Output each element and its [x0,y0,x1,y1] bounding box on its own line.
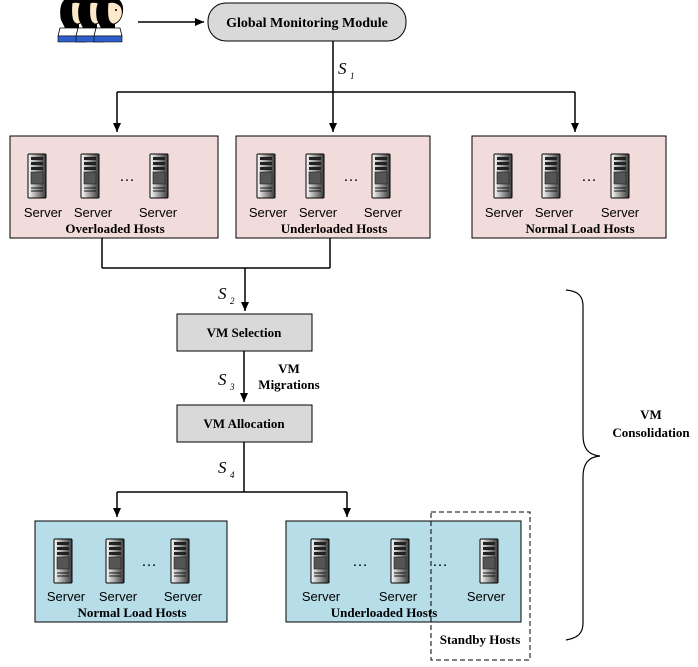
vm-selection-label: VM Selection [207,325,283,340]
vm-allocation-box: VM Allocation [176,404,313,443]
bottom-underloaded-hosts-panel: … … Server Server Server Underloaded Hos… [285,520,522,623]
ellipsis: … [581,168,597,185]
top-distribution-lines [113,41,579,132]
s4-subscript: 4 [230,470,235,480]
server-label: Server [485,205,524,220]
standby-hosts-label: Standby Hosts [440,632,521,647]
bottom-normal-load-hosts-panel: … Server Server Server Normal Load Hosts [34,520,228,623]
server-icon [105,538,125,584]
vm-consolidation-line2: Consolidation [612,425,690,440]
vm-consolidation-line1: VM [640,407,662,422]
overloaded-hosts-panel: … Server Server Server Overloaded Hosts [9,135,219,239]
s3-letter: S [218,370,227,389]
vm-migrations-line1: VM [278,361,300,376]
vm-allocation-label: VM Allocation [203,416,285,431]
server-icon [80,153,100,199]
server-icon [305,153,325,199]
s4-letter: S [218,458,227,477]
ellipsis: … [432,553,448,570]
standby-hosts-region: Standby Hosts [430,511,531,661]
server-icon [479,538,499,584]
normal-load-hosts-label: Normal Load Hosts [525,221,634,236]
server-icon [149,153,169,199]
server-icon [310,538,330,584]
bottom-underloaded-hosts-label: Underloaded Hosts [331,605,438,620]
s3-subscript: 3 [229,382,235,392]
server-label: Server [139,205,178,220]
server-label: Server [164,589,203,604]
server-label: Server [74,205,113,220]
server-label: Server [467,589,506,604]
server-icon [371,153,391,199]
vm-migrations-label: VM Migrations [258,361,319,392]
s1-subscript: 1 [350,71,355,81]
overloaded-hosts-label: Overloaded Hosts [65,221,164,236]
normal-load-hosts-panel: … Server Server Server Normal Load Hosts [471,135,667,239]
ellipsis: … [352,553,368,570]
server-label: Server [24,205,63,220]
global-monitoring-label: Global Monitoring Module [226,16,388,31]
stage-s3-label: S 3 [218,370,235,392]
s2-subscript: 2 [230,296,235,306]
server-icon [27,153,47,199]
server-label: Server [299,205,338,220]
server-icon [541,153,561,199]
server-icon [53,538,73,584]
merge-lines [101,238,331,311]
stage-s4-label: S 4 [218,458,235,480]
users-icon [57,0,124,43]
stage-s2-label: S 2 [218,284,235,306]
s1-letter: S [338,59,347,78]
stage-s1-label: S 1 [338,59,355,81]
bottom-normal-load-hosts-label: Normal Load Hosts [77,605,186,620]
server-icon [390,538,410,584]
ellipsis: … [119,168,135,185]
underloaded-hosts-panel: … Server Server Server Underloaded Hosts [235,135,431,239]
ellipsis: … [343,168,359,185]
server-label: Server [302,589,341,604]
server-icon [493,153,513,199]
vm-selection-box: VM Selection [176,313,313,352]
consolidation-brace: VM Consolidation [565,289,690,641]
vm-migrations-line2: Migrations [258,377,319,392]
server-label: Server [47,589,86,604]
server-label: Server [99,589,138,604]
server-label: Server [601,205,640,220]
server-label: Server [364,205,403,220]
server-label: Server [535,205,574,220]
ellipsis: … [141,553,157,570]
server-icon [610,153,630,199]
s2-letter: S [218,284,227,303]
server-icon [256,153,276,199]
bottom-distribution-lines [113,442,351,517]
server-label: Server [249,205,288,220]
global-monitoring-module: Global Monitoring Module [207,2,407,42]
server-label: Server [379,589,418,604]
underloaded-hosts-label: Underloaded Hosts [281,221,388,236]
server-icon [170,538,190,584]
